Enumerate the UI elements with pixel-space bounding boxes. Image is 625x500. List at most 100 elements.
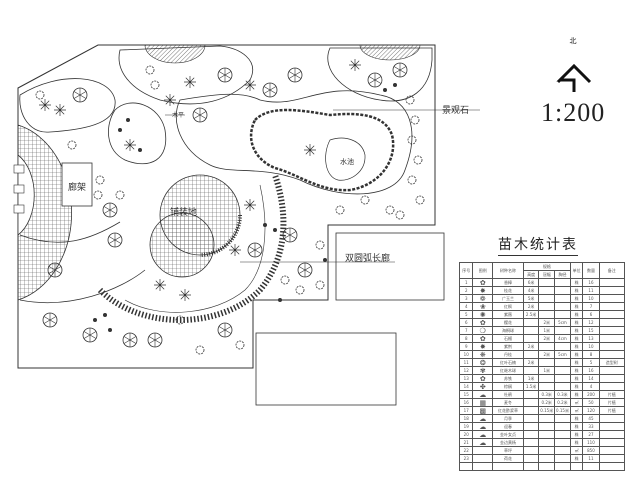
row-qty [582,462,600,471]
row-crown: 2米 [538,334,556,343]
row-unit: 株 [569,286,584,295]
row-no: 23 [458,454,474,463]
row-crown [538,342,556,351]
row-qty: 8 [582,350,600,359]
row-height: 6米 [522,278,540,287]
row-qty: 13 [582,334,600,343]
row-no: 10 [458,350,474,359]
row-no: 9 [458,342,474,351]
row-qty: 5 [582,358,600,367]
row-note [598,278,625,287]
row-legend-icon: ☁ [472,422,494,431]
row-no: 7 [458,326,474,335]
row-unit: 株 [569,422,584,431]
row-legend-icon: ✿ [472,278,494,287]
row-qty: 6 [582,310,600,319]
row-name: 紫薇 [492,310,524,319]
row-dbh [554,438,571,447]
row-dbh [554,366,571,375]
row-crown [538,278,556,287]
row-no: 17 [458,406,474,415]
row-note [598,350,625,359]
row-height: 2米 [522,302,540,311]
row-height: 2米 [522,358,540,367]
row-name: 红继木球 [492,366,524,375]
row-name: 红花酢浆草 [492,406,524,415]
row-dbh [554,294,571,303]
col-dbh: 胸径 [554,270,571,279]
row-name: 香樟 [492,278,524,287]
row-height [522,350,540,359]
row-dbh [554,374,571,383]
row-legend-icon [472,454,494,463]
row-dbh [554,462,571,471]
row-dbh: 5cm [554,318,571,327]
row-unit: 株 [569,294,584,303]
row-height: 5米 [522,294,540,303]
row-height [522,326,540,335]
row-crown [538,462,556,471]
row-name [492,462,524,471]
row-note [598,334,625,343]
row-height [522,462,540,471]
row-height: 1.5米 [522,382,540,391]
row-unit: 株 [569,358,584,367]
row-crown [538,414,556,423]
row-name: 迎春 [492,422,524,431]
row-height: 2.5米 [522,310,540,319]
row-height [522,430,540,439]
col-crown: 冠幅 [538,270,556,279]
row-height [522,318,540,327]
row-height [522,366,540,375]
row-no: 4 [458,302,474,311]
row-height: 2米 [522,342,540,351]
row-unit: 株 [569,438,584,447]
row-dbh [554,302,571,311]
row-height [522,454,540,463]
row-legend-icon: ✿ [472,318,494,327]
row-note: 片植 [598,406,625,415]
col-no: 序号 [458,262,474,279]
row-qty: 14 [582,374,600,383]
col-legend: 图例 [472,262,494,279]
row-name: 月季 [492,414,524,423]
north-label: 北 [569,37,577,45]
row-crown: 0.2米 [538,398,556,407]
row-height [522,438,540,447]
row-qty: 200 [582,390,600,399]
row-height: 1米 [522,374,540,383]
row-qty: 110 [582,438,600,447]
row-unit: 株 [569,366,584,375]
row-no: 5 [458,310,474,319]
row-crown [538,310,556,319]
row-crown: 0.15米 [538,406,556,415]
row-name: 苏铁 [492,374,524,383]
row-legend-icon: ✿ [472,334,494,343]
row-name: 丹桂 [492,350,524,359]
row-name: 广玉兰 [492,294,524,303]
label-paved-plaza: 铺装地 [170,208,198,218]
row-dbh [554,446,571,455]
row-note: 片植 [598,390,625,399]
label-pond: 水池 [340,158,354,166]
row-unit: ㎡ [569,446,584,455]
row-note [598,294,625,303]
row-note [598,446,625,455]
row-note [598,422,625,431]
row-unit: 株 [569,414,584,423]
row-name: 樱花 [492,318,524,327]
row-name: 红枫 [492,302,524,311]
row-note [598,414,625,423]
row-crown [538,358,556,367]
row-crown [538,294,556,303]
row-legend-icon: ❀ [472,302,494,311]
row-unit: 株 [569,382,584,391]
col-note: 备注 [598,262,625,279]
row-height: 4米 [522,286,540,295]
